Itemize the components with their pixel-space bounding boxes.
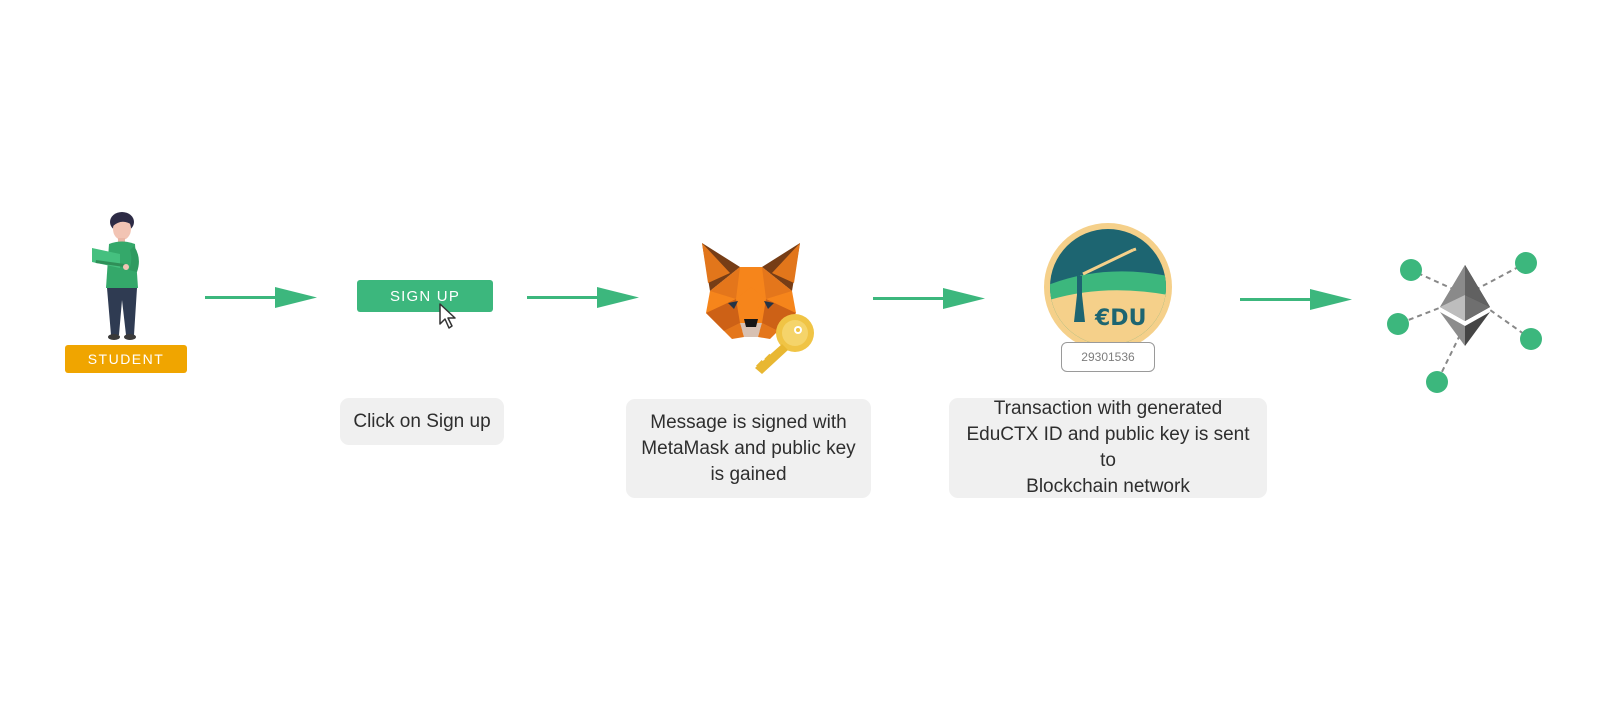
key-icon — [755, 314, 814, 374]
step-2-text: Message is signed with MetaMask and publ… — [641, 410, 855, 488]
step-2-line-2: MetaMask and public key — [641, 437, 856, 459]
metamask-fox-icon — [702, 243, 800, 339]
student-label: STUDENT — [65, 345, 187, 373]
arrow-right-icon — [527, 287, 639, 308]
step-transaction-sent: Transaction with generated EduCTX ID and… — [949, 398, 1267, 498]
student-figure-icon — [92, 212, 139, 340]
step-1-text: Click on Sign up — [353, 410, 491, 432]
step-2-line-1: Message is signed with — [650, 411, 847, 433]
step-3-line-3: Blockchain network — [1026, 476, 1190, 497]
ethereum-network-icon — [1387, 252, 1542, 393]
arrow-right-icon — [1240, 289, 1352, 310]
educhain-logo-icon: €DU — [1044, 223, 1172, 351]
edu-logo-text: €DU — [1094, 306, 1146, 331]
arrow-right-icon — [205, 287, 317, 308]
step-3-line-1: Transaction with generated — [993, 398, 1223, 419]
step-3-line-2: EduCTX ID and public key is sent to — [966, 424, 1250, 471]
arrow-right-icon — [873, 288, 985, 309]
step-click-sign-up: Click on Sign up — [340, 398, 504, 445]
educhain-id-number: 29301536 — [1081, 350, 1135, 364]
step-3-text: Transaction with generated EduCTX ID and… — [959, 396, 1257, 500]
step-2-line-3: is gained — [710, 463, 787, 485]
step-message-signed: Message is signed with MetaMask and publ… — [626, 399, 871, 498]
cursor-icon — [439, 303, 456, 329]
educhain-id-badge: 29301536 — [1061, 342, 1155, 372]
signup-button[interactable]: SIGN UP — [357, 280, 493, 312]
